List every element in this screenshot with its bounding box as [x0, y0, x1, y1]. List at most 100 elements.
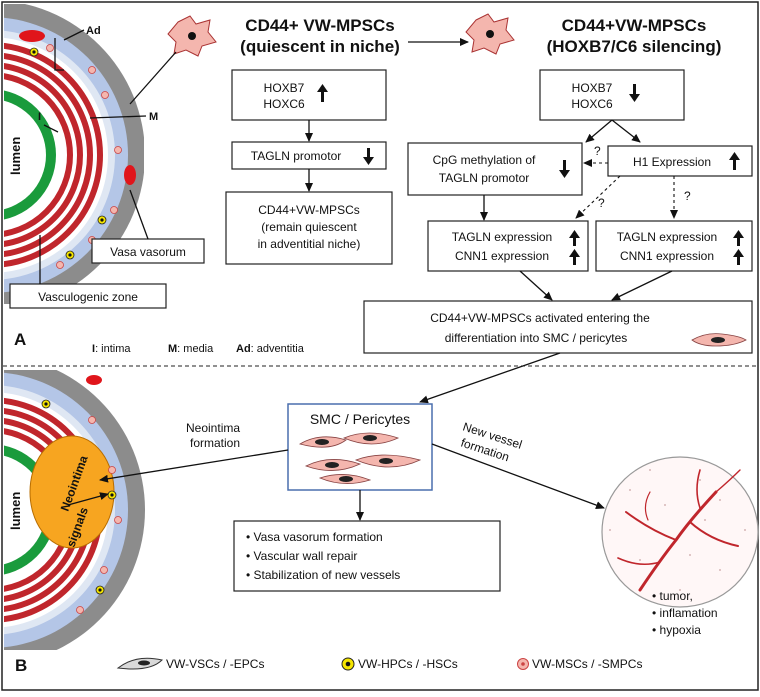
remain-quiescent-box [225, 191, 393, 265]
layer-legend-adventitia: Ad: adventitia [236, 343, 305, 355]
layer-legend: I: intima [92, 343, 131, 355]
vasculogenic-zone-box [9, 283, 167, 309]
activated-line1: CD44+VW-MPSCs activated entering the [430, 311, 650, 325]
cnn1-expression-left: CNN1 expression [455, 249, 549, 263]
hox-box-quiescent [231, 69, 387, 121]
lumen-label-a: lumen [8, 137, 23, 175]
question-mark-2: ? [598, 196, 605, 210]
activated-line2: differentiation into SMC / pericytes [445, 331, 628, 345]
legend-vsc: VW-VSCs / -EPCs [166, 657, 264, 671]
up-arrow-icon [729, 152, 740, 170]
hoxc6-label-s: HOXC6 [571, 97, 613, 111]
vasa-vasorum-pointer [129, 189, 149, 240]
legend-msc: VW-MSCs / -SMPCs [532, 657, 642, 671]
arrow-activated-to-smc [419, 352, 561, 404]
ad-bracket [54, 38, 64, 71]
arrow-smc-to-new-vessel [431, 443, 605, 509]
smooth-muscle-bands [4, 42, 103, 268]
i-label: I [38, 111, 41, 123]
expression-box-right [595, 220, 753, 272]
legend-hpc: VW-HPCs / -HSCs [358, 657, 458, 671]
hox-box-silencing [539, 69, 685, 121]
outcome-2: • Vascular wall repair [246, 549, 357, 563]
h1-expression-box [607, 145, 753, 177]
hoxc6-label-q: HOXC6 [263, 97, 305, 111]
hpc-cells-a [29, 47, 107, 260]
tagln-expression-left: TAGLN expression [452, 230, 552, 244]
smc-pericytes-label: SMC / Pericytes [310, 411, 410, 427]
condition-2: • inflamation [652, 606, 718, 620]
signals-arrow [67, 492, 109, 506]
msc-cells-a [46, 44, 122, 269]
smc-nuclei [315, 435, 393, 482]
down-arrow-icon [629, 84, 640, 102]
msc-cell-legend-icon [517, 658, 529, 670]
cpg-methylation-box [407, 142, 583, 196]
condition-1: • tumor, [652, 589, 693, 603]
result-line3: in adventitial niche) [258, 237, 361, 251]
arrow-right-expr-to-activated [611, 270, 673, 301]
result-line2: (remain quiescent [261, 220, 357, 234]
down-arrow-icon [363, 148, 374, 165]
hoxb7-label-s: HOXB7 [572, 81, 613, 95]
vessel-cross-section-a [4, 4, 144, 304]
result-line1: CD44+VW-MPSCs [258, 203, 359, 217]
tagln-promotor-label-q: TAGLN promotor [251, 149, 341, 163]
vasa-vasorum-label: Vasa vasorum [110, 245, 186, 259]
hoxb7-label-q: HOXB7 [264, 81, 305, 95]
up-arrow-icon [569, 249, 580, 265]
smc-cell-icon [691, 333, 747, 347]
up-arrow-icon [733, 249, 744, 265]
panel-a-label: A [14, 330, 26, 349]
question-mark-3: ? [684, 189, 691, 203]
vasa-vasorum-box [91, 238, 205, 264]
cpg-line1: CpG methylation of [433, 153, 536, 167]
condition-3: • hypoxia [652, 623, 701, 637]
down-arrow-icon [559, 160, 570, 178]
tissue-neovascularization [601, 456, 759, 608]
layer-legend-media: M: media [168, 343, 214, 355]
m-label: M [149, 111, 158, 123]
pointer-niche-to-cell [129, 51, 177, 105]
vasa-vasorum-vessel-side [124, 165, 136, 185]
expression-box-left [427, 220, 589, 272]
arrow-smc-to-neointima [99, 449, 289, 483]
neointima-formation-line1: Neointima [186, 421, 240, 435]
neointima-formation-line2: formation [190, 436, 240, 450]
silencing-title-line1: CD44+VW-MPSCs [562, 16, 707, 35]
outcome-1: • Vasa vasorum formation [246, 530, 383, 544]
quiescent-title-line2: (quiescent in niche) [240, 37, 400, 56]
dashed-h1-to-expression-left [575, 175, 621, 219]
h1-expression-label: H1 Expression [633, 155, 711, 169]
cnn1-expression-right: CNN1 expression [620, 249, 714, 263]
arrow-hox-to-h1 [611, 119, 641, 143]
vsc-cell-legend-icon [116, 657, 163, 670]
msc-cell-icon-quiescent [167, 15, 217, 57]
up-arrow-icon [569, 230, 580, 246]
hpc-cell-legend-icon [341, 657, 355, 671]
tagln-box-quiescent [231, 141, 387, 170]
ad-pointer [63, 29, 85, 41]
arrow-left-expr-to-activated [519, 270, 553, 301]
tagln-expression-right: TAGLN expression [617, 230, 717, 244]
lumen-area [4, 100, 46, 210]
quiescent-title-line1: CD44+ VW-MPSCs [245, 16, 394, 35]
m-pointer [89, 115, 147, 119]
outcome-3: • Stabilization of new vessels [246, 568, 400, 582]
ad-label: Ad [86, 25, 101, 37]
up-arrow-icon [317, 84, 328, 102]
cpg-line2: TAGLN promotor [439, 171, 529, 185]
smc-pericytes-box [287, 403, 433, 491]
activated-box [363, 300, 753, 354]
outcomes-box [233, 520, 501, 592]
panel-b-label: B [15, 656, 27, 675]
vessel-cross-section-b [4, 370, 145, 650]
silencing-title-line2: (HOXB7/C6 silencing) [547, 37, 722, 56]
i-pointer [43, 124, 59, 133]
vasculogenic-zone-label: Vasculogenic zone [38, 290, 138, 304]
question-mark-1: ? [594, 144, 601, 158]
vasa-vasorum-vessel-top [19, 30, 45, 42]
up-arrow-icon [733, 230, 744, 246]
